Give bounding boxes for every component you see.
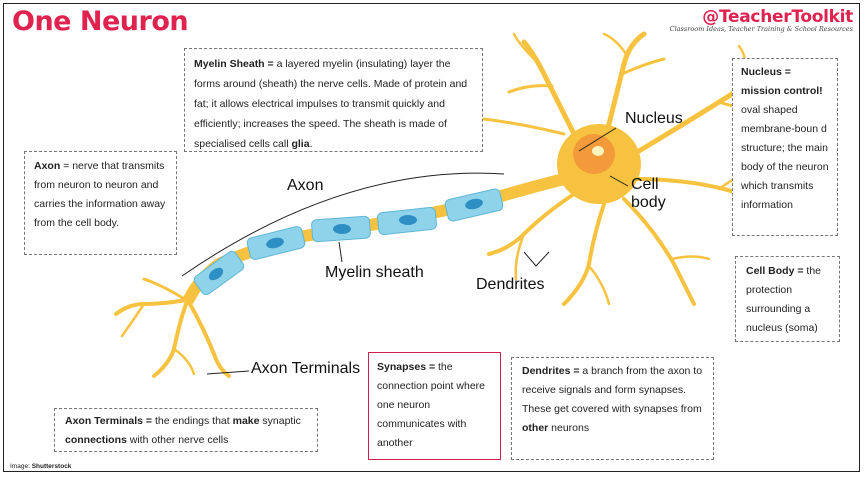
- terminals-term: Axon Terminals =: [65, 415, 152, 427]
- label-nucleus: Nucleus: [625, 110, 683, 128]
- axon-definition: Axon = nerve that transmits from neuron …: [24, 151, 177, 255]
- axon-term: Axon: [34, 160, 60, 172]
- label-axon-terminals: Axon Terminals: [251, 360, 360, 378]
- myelin-term: Myelin Sheath =: [194, 58, 274, 70]
- cellbody-term: Cell Body =: [746, 265, 803, 277]
- label-cell-body: Cell body: [631, 176, 666, 212]
- dendrites-pointer: [524, 252, 549, 266]
- nucleus-definition: Nucleus = mission control! oval shaped m…: [732, 58, 838, 236]
- synapses-term: Synapses =: [377, 361, 435, 373]
- label-cell-body-line1: Cell: [631, 176, 659, 193]
- synapses-definition: Synapses = the connection point where on…: [368, 352, 501, 460]
- cell-body-definition: Cell Body = the protection surrounding a…: [735, 256, 840, 342]
- myelin-pointer: [339, 242, 342, 262]
- myelin-sheath-definition: Myelin Sheath = a layered myelin (insula…: [184, 48, 483, 152]
- dendrites-definition: Dendrites = a branch from the axon to re…: [511, 357, 714, 460]
- poster-frame: One Neuron @TeacherToolkit Classroom Ide…: [3, 3, 860, 472]
- axon-terminals-definition: Axon Terminals = the endings that make s…: [54, 408, 318, 452]
- label-myelin-sheath: Myelin sheath: [325, 264, 424, 282]
- label-dendrites: Dendrites: [476, 276, 544, 294]
- dendrites-term: Dendrites =: [522, 365, 579, 377]
- axon-terminal-branches: [116, 279, 229, 376]
- label-axon: Axon: [287, 177, 323, 195]
- nucleus-term: Nucleus = mission control!: [741, 66, 823, 97]
- image-credit: Image: Shutterstock: [10, 463, 71, 470]
- label-cell-body-line2: body: [631, 194, 666, 211]
